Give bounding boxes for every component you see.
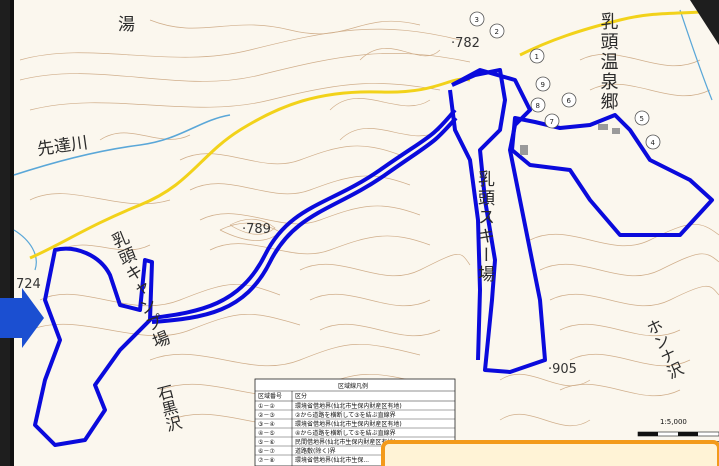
ski-area-boundary bbox=[451, 68, 547, 374]
marker-1: 1 bbox=[529, 48, 545, 64]
legend-row-text: 民間借地界(仙北市生保内財産区有地) bbox=[295, 438, 396, 446]
elevation-724: 724 bbox=[16, 277, 41, 292]
svg-text:9: 9 bbox=[541, 81, 545, 89]
legend-row-text: 環境省借地界(仙北市生保内財産区有地) bbox=[295, 420, 402, 428]
legend-row-text: 環境省借地界(仙北市生保... bbox=[295, 456, 369, 464]
pointer-arrow bbox=[0, 288, 44, 348]
legend-title: 区域線凡例 bbox=[338, 382, 368, 390]
marker-6: 6 bbox=[561, 92, 577, 108]
legend-row-text: ②から道路を横断して③を結ぶ直線界 bbox=[295, 411, 396, 419]
camp-area-boundary bbox=[33, 246, 154, 447]
scale-ratio: 1:5,000 bbox=[660, 418, 687, 426]
road bbox=[29, 77, 471, 260]
svg-text:4: 4 bbox=[651, 139, 656, 147]
label-nyuto-onsen: 乳頭温泉郷 bbox=[598, 12, 619, 112]
numbered-markers: 3 2 1 9 8 6 7 5 4 bbox=[469, 11, 661, 150]
legend-row-num: ④－⑤ bbox=[258, 430, 275, 437]
marker-5: 5 bbox=[634, 110, 650, 126]
callout-box bbox=[381, 440, 719, 466]
marker-2: 2 bbox=[489, 23, 505, 39]
label-yu: 湯 bbox=[118, 15, 135, 35]
svg-text:6: 6 bbox=[567, 97, 572, 105]
legend-row-num: ⑥－⑦ bbox=[258, 448, 275, 455]
legend: 区域線凡例 区域番号 区分 ①－② 環境省借地界(仙北市生保内財産区有地) ②－… bbox=[254, 378, 456, 466]
elevation-905: ·905 bbox=[548, 362, 577, 377]
legend-row-num: ③－④ bbox=[258, 421, 275, 428]
legend-row-num: ⑦－⑧ bbox=[258, 457, 275, 464]
marker-9: 9 bbox=[535, 76, 551, 92]
legend-row-text: 環境省借地界(仙北市生保内財産区有地) bbox=[295, 402, 402, 410]
svg-text:8: 8 bbox=[536, 102, 540, 110]
trail-boundary bbox=[151, 108, 457, 320]
elevation-789: ·789 bbox=[242, 222, 271, 237]
boundary-lines bbox=[33, 68, 714, 447]
legend-row-text: 道路敷(除く)界 bbox=[295, 447, 336, 455]
river bbox=[13, 114, 231, 176]
marker-3: 3 bbox=[469, 11, 485, 27]
legend-row-num: ①－② bbox=[258, 403, 275, 410]
elevation-782: ·782 bbox=[451, 36, 480, 51]
svg-text:7: 7 bbox=[550, 118, 554, 126]
legend-row-num: ⑤－⑥ bbox=[258, 439, 275, 446]
svg-text:3: 3 bbox=[475, 16, 479, 24]
legend-row-text: ④から道路を横断して⑤を結ぶ直線界 bbox=[295, 429, 396, 437]
marker-4: 4 bbox=[645, 134, 661, 150]
svg-text:5: 5 bbox=[640, 115, 644, 123]
legend-col-category: 区分 bbox=[295, 392, 307, 400]
legend-row-num: ②－③ bbox=[258, 412, 275, 419]
buildings bbox=[520, 124, 620, 155]
marker-8: 8 bbox=[530, 97, 546, 113]
marker-7: 7 bbox=[544, 113, 560, 129]
label-nyuto-ski: 乳頭スキー場 bbox=[474, 170, 495, 284]
svg-text:2: 2 bbox=[495, 28, 499, 36]
legend-col-number: 区域番号 bbox=[258, 392, 282, 400]
svg-text:1: 1 bbox=[535, 53, 539, 61]
